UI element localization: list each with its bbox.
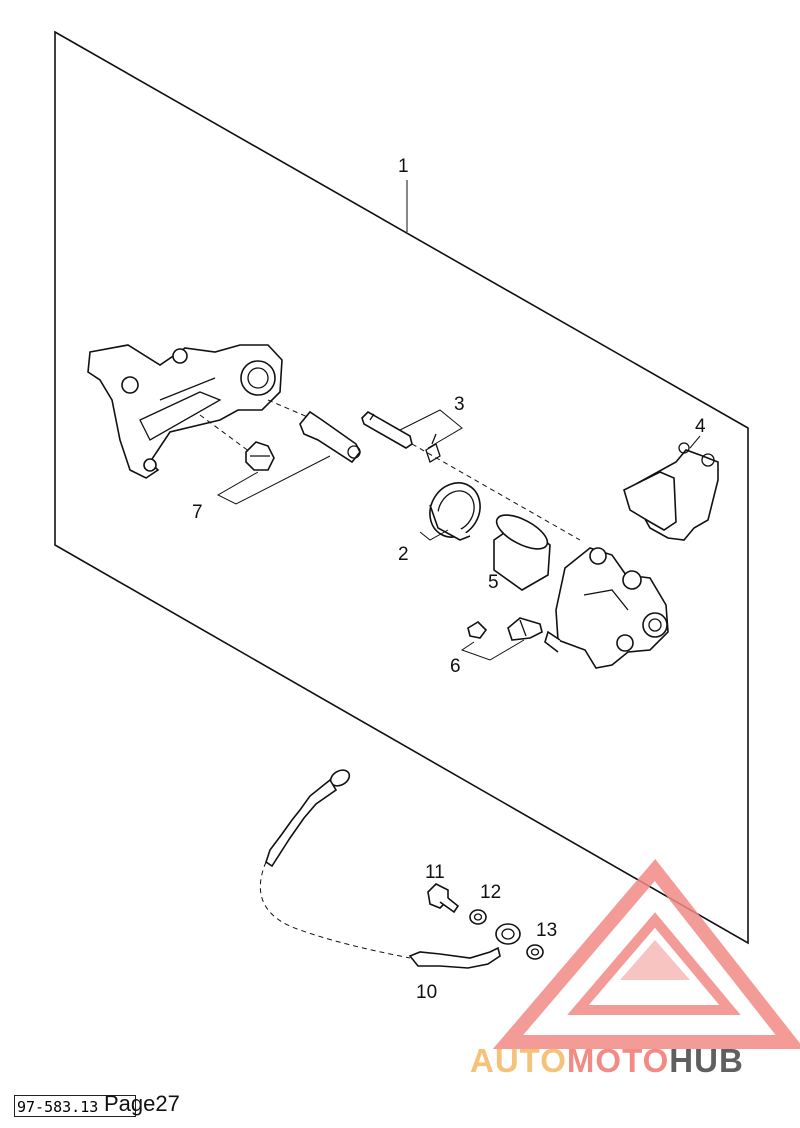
part-6-bleeder-screw	[507, 617, 543, 641]
callout-2: 2	[398, 544, 409, 565]
leader-3	[399, 409, 463, 449]
logo-text-hub: HUB	[669, 1042, 744, 1079]
callout-7: 7	[192, 502, 203, 523]
callout-13: 13	[536, 920, 557, 941]
caliper-body	[544, 547, 669, 669]
leader-4	[689, 435, 701, 449]
part-7-rubber-boot	[245, 441, 275, 471]
callout-10: 10	[416, 982, 437, 1003]
part-3-pad-pin	[361, 411, 413, 449]
part-11-banjo-bolt	[427, 883, 460, 914]
document-number: 97-583.13	[14, 1095, 136, 1117]
callout-6: 6	[450, 656, 461, 677]
logo-text-moto: MOTO	[566, 1042, 670, 1079]
watermark-logo-text: AUTOMOTOHUB	[470, 1042, 795, 1082]
axis-bracket-slider	[267, 399, 311, 419]
leader-7	[216, 455, 331, 505]
part-6-bleeder-cap	[467, 620, 488, 639]
part-3-clip	[425, 433, 441, 463]
axis-bracket-rubber	[199, 414, 251, 453]
part-5-piston	[493, 514, 551, 591]
part-2-seal-ring	[429, 482, 481, 541]
page-label: Page27	[104, 1091, 180, 1116]
callout-5: 5	[488, 572, 499, 593]
logo-text-auto: AUTO	[470, 1042, 567, 1079]
leader-6	[460, 639, 525, 661]
part-12-washer	[469, 909, 487, 925]
caliper-bracket	[87, 344, 283, 479]
callout-11: 11	[425, 862, 445, 883]
part-13-washer	[526, 944, 544, 960]
callout-1: 1	[398, 156, 409, 177]
triangle-logo-icon	[492, 858, 800, 1049]
callout-4: 4	[695, 416, 706, 437]
assembly-panel	[54, 30, 749, 945]
part-7-slider-pin	[299, 410, 361, 464]
part-4-brake-pads	[623, 442, 719, 541]
part-10-brake-hose	[259, 769, 521, 969]
callout-3: 3	[454, 394, 465, 415]
leader-2	[419, 529, 449, 541]
callout-12: 12	[480, 882, 501, 903]
